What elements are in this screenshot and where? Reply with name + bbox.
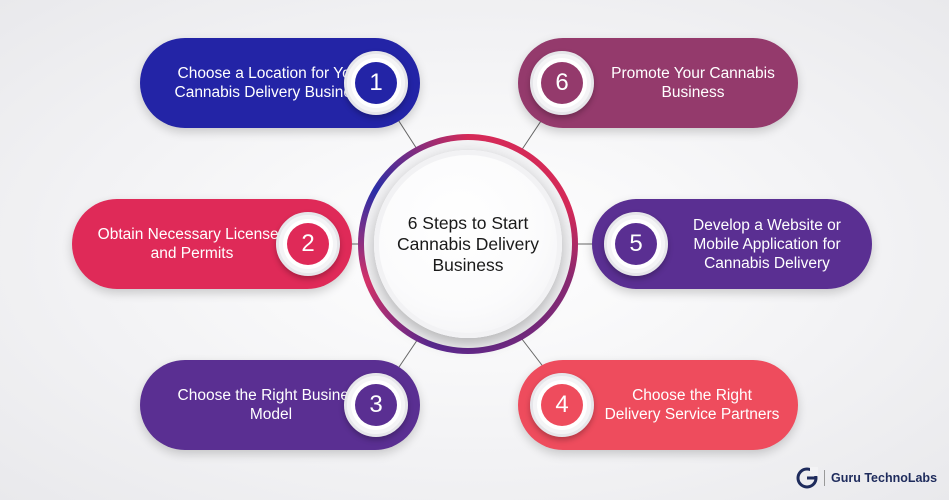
step-3-pill: Choose the Right Business Model 3: [140, 360, 420, 450]
step-2-badge: 2: [276, 212, 340, 276]
step-4-label: Choose the Right Delivery Service Partne…: [604, 387, 780, 423]
step-3-number: 3: [355, 384, 397, 426]
step-6-badge: 6: [530, 51, 594, 115]
step-5-pill: 5 Develop a Website or Mobile Applicatio…: [592, 199, 872, 289]
step-1-pill: Choose a Location for Your Cannabis Deli…: [140, 38, 420, 128]
step-3-label: Choose the Right Business Model: [177, 387, 365, 423]
step-1-label: Choose a Location for Your Cannabis Deli…: [174, 65, 368, 101]
guru-technolabs-g-logo-icon: [796, 467, 818, 489]
step-4-badge: 4: [530, 373, 594, 437]
brand-logo: Guru TechnoLabs: [796, 466, 937, 490]
step-5-label: Develop a Website or Mobile Application …: [693, 216, 841, 272]
brand-name: Guru TechnoLabs: [831, 471, 938, 485]
step-2-pill: Obtain Necessary Licenses and Permits 2: [72, 199, 352, 289]
brand-separator: [824, 470, 825, 486]
step-2-number: 2: [287, 223, 329, 265]
center-title: 6 Steps to Start Cannabis Delivery Busin…: [396, 212, 539, 275]
step-2-label: Obtain Necessary Licenses and Permits: [97, 226, 287, 262]
step-6-pill: 6 Promote Your Cannabis Business: [518, 38, 798, 128]
step-4-number: 4: [541, 384, 583, 426]
step-3-badge: 3: [344, 373, 408, 437]
step-5-number: 5: [615, 223, 657, 265]
center-circle: [374, 150, 562, 338]
step-1-badge: 1: [344, 51, 408, 115]
step-5-badge: 5: [604, 212, 668, 276]
step-4-pill: 4 Choose the Right Delivery Service Part…: [518, 360, 798, 450]
step-6-number: 6: [541, 62, 583, 104]
step-1-number: 1: [355, 62, 397, 104]
step-6-label: Promote Your Cannabis Business: [611, 65, 775, 101]
